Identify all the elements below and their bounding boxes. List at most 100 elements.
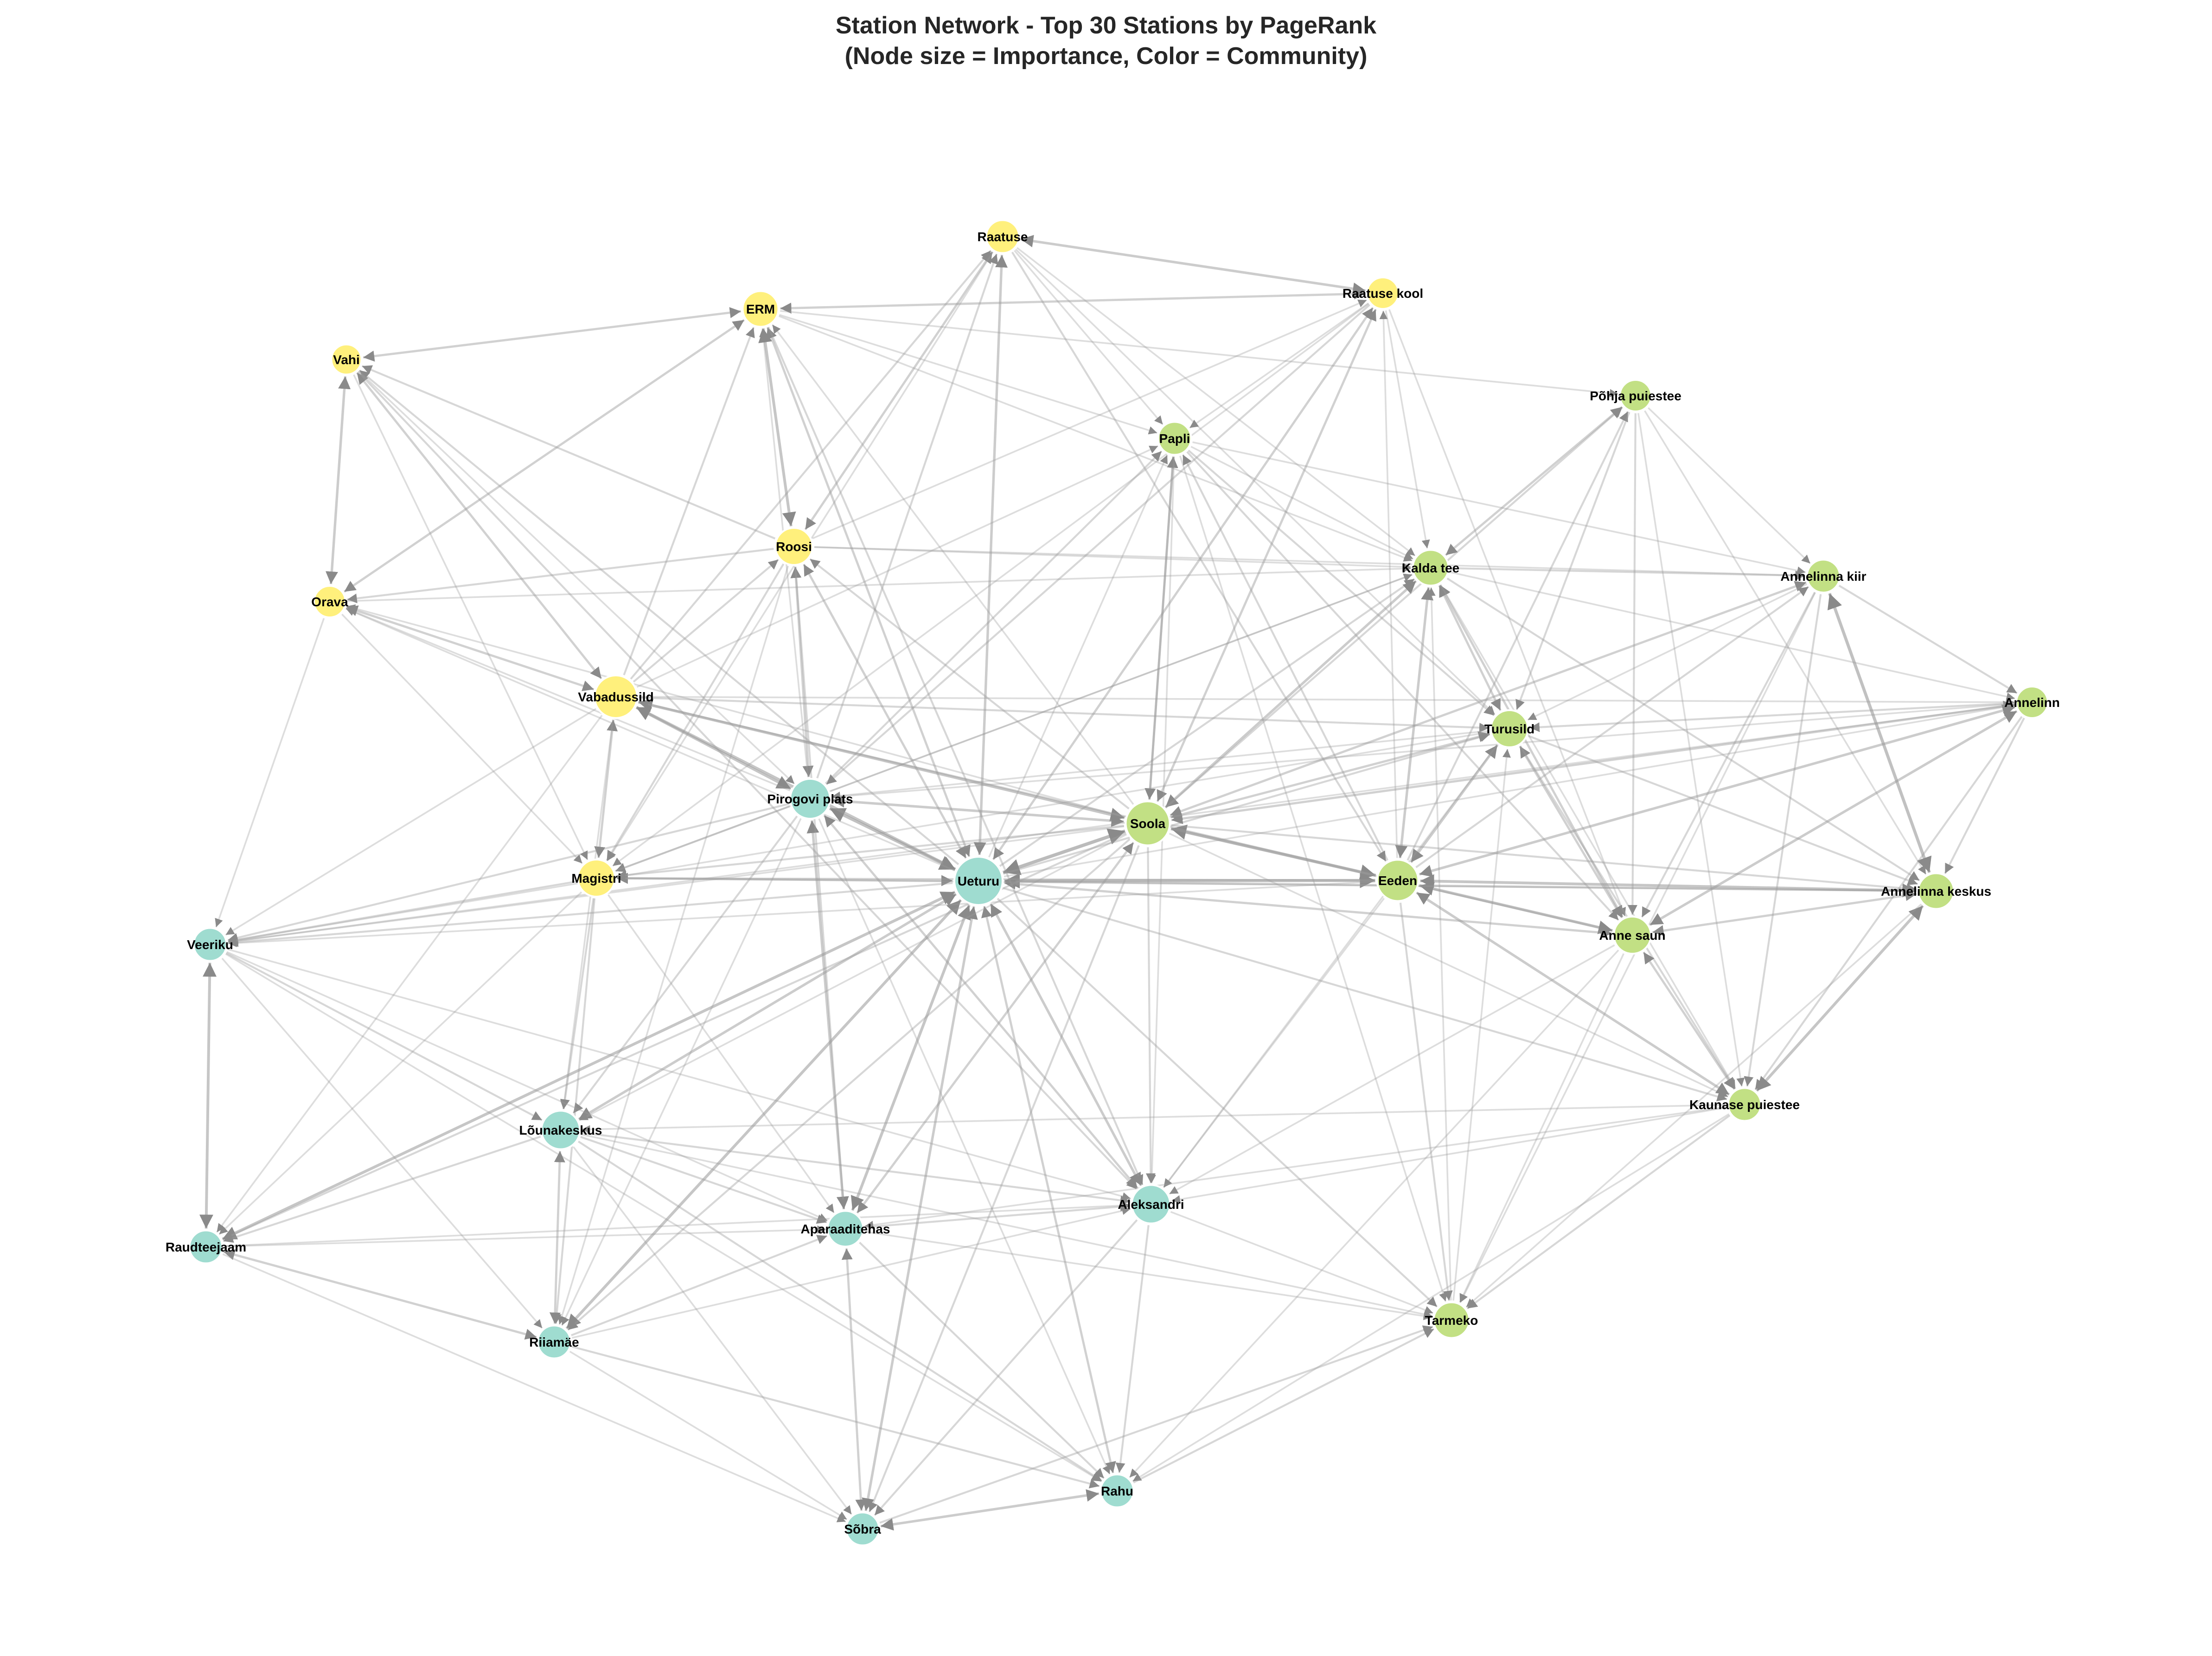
edge-erm-to-vahi — [363, 307, 742, 362]
edge-raatuse-to-kalda-tee — [1016, 247, 1416, 557]
edge-erm-to-papli — [779, 314, 1157, 435]
station-node-aleksandri[interactable] — [1131, 1184, 1171, 1225]
edge-lounakeskus-to-aleksandri — [581, 1131, 1131, 1206]
edge-pohja-puiestee-to-kalda-tee — [1445, 406, 1623, 556]
edge-soola-to-riiamae — [567, 838, 1131, 1331]
station-node-erm[interactable] — [742, 290, 780, 328]
station-node-annelinna-kiir[interactable] — [1806, 558, 1841, 594]
edge-anne-saun-to-kaunase-puiestee — [1643, 951, 1736, 1090]
station-node-pirogovi-plats[interactable] — [789, 778, 831, 820]
edge-veeriku-to-lounakeskus — [225, 952, 543, 1121]
edge-annelinna-keskus-to-tarmeko — [1465, 903, 1922, 1308]
edge-veeriku-to-aleksandri — [227, 948, 1131, 1200]
station-node-eeden[interactable] — [1376, 859, 1419, 902]
chart-title-line-2: (Node size = Importance, Color = Communi… — [844, 43, 1368, 70]
station-node-riiamae[interactable] — [537, 1324, 572, 1360]
edge-raatuse-to-eeden — [1011, 251, 1387, 862]
station-node-raatuse-kool[interactable] — [1366, 276, 1400, 310]
edge-raatuse-kool-to-pirogovi-plats — [825, 304, 1370, 785]
station-node-annelinna-keskus[interactable] — [1917, 872, 1955, 910]
edge-vabadussild-to-orava — [346, 605, 595, 692]
edge-vabadussild-to-magistri — [594, 719, 618, 858]
edge-raatuse-to-turusild — [1015, 249, 1496, 715]
edge-turusild-to-veeriku — [228, 731, 1490, 944]
edge-annelinna-keskus-to-kaunase-puiestee — [1756, 905, 1924, 1092]
station-node-orava[interactable] — [313, 585, 346, 618]
edge-aparaaditehas-to-rahu — [859, 1241, 1105, 1479]
station-node-raatuse[interactable] — [985, 219, 1020, 254]
chart-title: Station Network - Top 30 Stations by Pag… — [0, 10, 2212, 71]
edge-ueturu-to-rahu — [981, 906, 1116, 1474]
station-node-roosi[interactable] — [774, 527, 813, 566]
edge-vabadussild-to-raudteejaam — [216, 715, 603, 1233]
edge-raatuse-kool-to-magistri — [612, 303, 1369, 867]
edge-raudteejaam-to-aparaaditehas — [224, 1225, 826, 1247]
station-node-papli[interactable] — [1157, 421, 1192, 456]
edge-soola-to-raatuse-kool — [1156, 308, 1377, 802]
station-node-aparaaditehas[interactable] — [826, 1210, 864, 1248]
edge-raudteejaam-to-sobra — [222, 1253, 846, 1523]
edge-vabadussild-to-lounakeskus — [560, 719, 614, 1110]
station-label-veeriku: Veeriku — [187, 937, 233, 952]
station-label-lounakeskus: Lõunakeskus — [519, 1123, 602, 1137]
edge-turusild-to-pirogovi-plats — [831, 730, 1490, 800]
edge-riiamae-to-aparaaditehas — [571, 1235, 828, 1336]
station-label-pohja-puiestee: Põhja puiestee — [1590, 389, 1681, 403]
station-node-sobra[interactable] — [845, 1511, 880, 1547]
station-label-rahu: Rahu — [1101, 1484, 1133, 1498]
edge-papli-to-tarmeko — [1179, 456, 1447, 1302]
edge-ueturu-to-raatuse-kool — [992, 307, 1374, 860]
station-node-vabadussild[interactable] — [594, 674, 638, 719]
station-label-erm: ERM — [746, 302, 775, 316]
edge-roosi-to-vahi — [361, 365, 776, 539]
edge-pirogovi-plats-to-kalda-tee — [830, 573, 1413, 792]
station-node-kalda-tee[interactable] — [1412, 549, 1450, 587]
edge-papli-to-soola — [1144, 456, 1178, 800]
station-label-annelinna-kiir: Annelinna kiir — [1780, 569, 1866, 584]
edge-turusild-to-aleksandri — [1163, 745, 1498, 1188]
station-node-turusild[interactable] — [1490, 709, 1529, 748]
edge-turusild-to-annelinna-keskus — [1528, 735, 1918, 886]
edge-ueturu-to-sobra — [862, 906, 978, 1511]
edge-raatuse-to-raatuse-kool — [1020, 235, 1366, 295]
edge-ueturu-to-raatuse — [973, 255, 1008, 855]
chart-title-line-1: Station Network - Top 30 Stations by Pag… — [835, 12, 1377, 39]
edge-lounakeskus-to-rahu — [578, 1141, 1103, 1482]
station-node-vahi[interactable] — [330, 343, 363, 376]
edge-riiamae-to-rahu — [571, 1346, 1100, 1489]
station-node-anne-saun[interactable] — [1613, 916, 1652, 955]
station-node-soola[interactable] — [1125, 800, 1171, 847]
station-node-annelinn[interactable] — [2015, 686, 2049, 719]
station-node-kaunase-puiestee[interactable] — [1727, 1087, 1762, 1122]
station-node-tarmeko[interactable] — [1432, 1301, 1470, 1339]
edge-lounakeskus-to-raudteejaam — [223, 1136, 541, 1243]
edge-vabadussild-to-papli — [636, 445, 1158, 688]
station-label-eeden: Eeden — [1378, 873, 1417, 888]
station-label-pirogovi-plats: Pirogovi plats — [767, 792, 853, 806]
station-label-papli: Papli — [1159, 431, 1190, 446]
station-node-veeriku[interactable] — [192, 927, 228, 962]
edge-annelinna-kiir-to-annelinn — [1838, 584, 2018, 694]
station-node-magistri[interactable] — [577, 859, 616, 898]
edge-ueturu-to-papli — [988, 455, 1168, 858]
station-node-pohja-puiestee[interactable] — [1619, 379, 1652, 412]
station-node-rahu[interactable] — [1100, 1473, 1135, 1508]
edge-anne-saun-to-aleksandri — [1169, 944, 1615, 1195]
edge-pohja-puiestee-to-turusild — [1515, 411, 1630, 710]
station-node-ueturu[interactable] — [953, 856, 1004, 906]
edge-pohja-puiestee-to-kaunase-puiestee — [1637, 413, 1745, 1087]
edge-pirogovi-plats-to-rahu — [818, 818, 1111, 1475]
edge-vahi-to-orava — [325, 376, 351, 584]
station-label-aleksandri: Aleksandri — [1118, 1197, 1184, 1212]
edge-magistri-to-aparaaditehas — [607, 894, 835, 1213]
edge-eeden-to-raatuse-kool — [1379, 310, 1398, 858]
edge-aleksandri-to-sobra — [874, 1219, 1138, 1516]
edge-anne-saun-to-tarmeko — [1459, 953, 1624, 1303]
edge-kalda-tee-to-turusild — [1438, 585, 1502, 711]
edge-pirogovi-plats-to-veeriku — [227, 803, 789, 943]
edge-roosi-to-riiamae — [557, 565, 789, 1325]
edge-pirogovi-plats-to-lounakeskus — [572, 815, 798, 1114]
station-node-raudteejaam[interactable] — [188, 1229, 224, 1264]
station-node-lounakeskus[interactable] — [540, 1110, 581, 1150]
edge-sobra-to-tarmeko — [879, 1325, 1433, 1524]
